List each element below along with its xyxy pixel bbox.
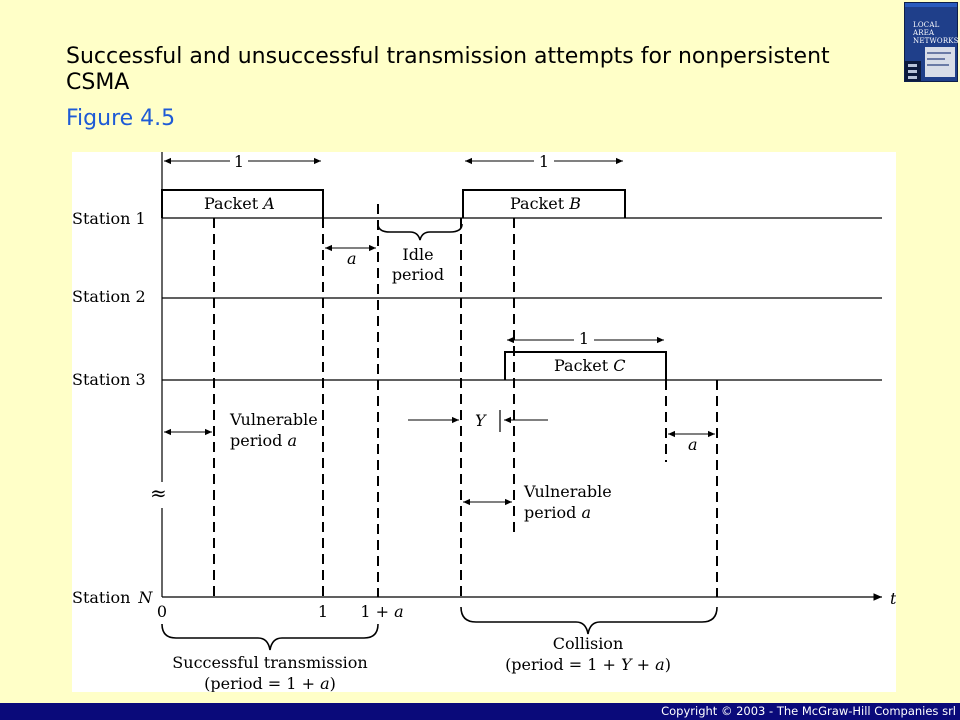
label-mask: [574, 329, 594, 347]
vulnerable-label-line-1: Vulnerable: [229, 410, 318, 429]
figure-number: Figure 4.5: [66, 106, 176, 131]
collision-brace: [460, 606, 718, 635]
label-mask: [230, 152, 248, 170]
idle-label-line-2: period: [392, 265, 444, 284]
idle-period-brace: [377, 223, 463, 241]
packet-c-duration-label: 1: [579, 329, 589, 348]
book-cover-icon: LOCAL AREA NETWORKS: [904, 2, 959, 82]
book-cover-panel: [925, 47, 955, 77]
idle-label-line-1: Idle: [402, 245, 433, 264]
axis-break-symbol: ≈: [150, 481, 167, 505]
station-2-label: Station 2: [72, 287, 146, 306]
copyright-notice: Copyright © 2003 - The McGraw-Hill Compa…: [661, 704, 956, 718]
book-top-band: [905, 3, 957, 7]
collision-period: (period = 1 + Y + a): [505, 655, 671, 674]
station-3-label: Station 3: [72, 370, 146, 389]
y-interval-label: Y: [475, 411, 487, 430]
packet-c-pulse: [504, 351, 667, 380]
packet-b-label: Packet B: [510, 194, 581, 213]
collision-vulnerable-label-line-2: period a: [524, 503, 591, 522]
packet-b-pulse: [462, 189, 626, 218]
successful-transmission-period: (period = 1 + a): [204, 674, 336, 692]
successful-transmission-label: Successful transmission: [172, 653, 367, 672]
packet-b-duration-label: 1: [539, 152, 549, 171]
propagation-delay-c-label: a: [688, 435, 698, 454]
tick-label-1: 1: [318, 602, 328, 621]
successful-transmission-brace: [161, 623, 379, 651]
collision-label: Collision: [553, 634, 624, 653]
footer-bar: Copyright © 2003 - The McGraw-Hill Compa…: [0, 703, 960, 720]
tick-label-1-plus-a: 1 + a: [360, 602, 403, 621]
packet-a-label: Packet A: [204, 194, 275, 213]
book-title-line: AREA: [913, 29, 935, 37]
book-title-line: LOCAL: [913, 21, 940, 29]
label-mask: [534, 152, 554, 170]
publisher-logo-icon: [905, 61, 921, 81]
book-title-line: NETWORKS: [913, 37, 959, 45]
packet-c-label: Packet C: [554, 356, 625, 375]
collision-vulnerable-label-line-1: Vulnerable: [523, 482, 612, 501]
propagation-delay-label: a: [347, 249, 357, 268]
packet-a-duration-label: 1: [234, 152, 244, 171]
vulnerable-label-line-2: period a: [230, 431, 297, 450]
tick-label-0: 0: [157, 602, 167, 621]
time-axis-label: t: [890, 589, 896, 608]
packet-a-pulse: [161, 189, 324, 218]
station-1-label: Station 1: [72, 209, 146, 228]
slide-title: Successful and unsuccessful transmission…: [66, 44, 830, 95]
